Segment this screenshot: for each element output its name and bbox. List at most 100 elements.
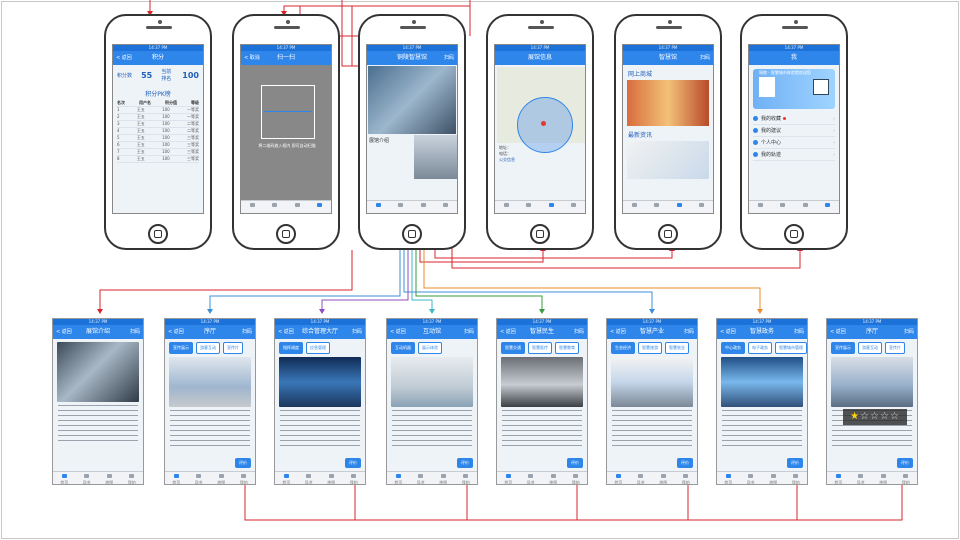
segment-tab[interactable]: 宣传片 [885, 342, 905, 354]
star-empty-icon[interactable]: ☆ [870, 411, 880, 422]
map-pin-icon[interactable] [541, 121, 546, 126]
tab-map[interactable] [415, 203, 431, 212]
segment-tab[interactable]: 游客互动 [858, 342, 882, 354]
tab-home[interactable] [498, 203, 514, 212]
shop-banner[interactable] [627, 80, 709, 126]
home-button[interactable] [658, 224, 678, 244]
menu-item-favorites[interactable]: 我的收藏› [753, 113, 835, 125]
rate-button[interactable]: 评价 [567, 458, 583, 468]
home-button[interactable] [402, 224, 422, 244]
tab-item[interactable]: 首页 [500, 474, 516, 485]
map-view[interactable] [497, 67, 585, 153]
back-button[interactable]: < 返回 [116, 55, 132, 61]
segment-tab[interactable]: 智慧医疗 [528, 342, 552, 354]
segment-tab[interactable]: 应急管理 [306, 342, 330, 354]
home-button[interactable] [530, 224, 550, 244]
scan-button[interactable]: 扫码 [351, 329, 362, 335]
tab-guide[interactable] [649, 203, 665, 212]
tab-item[interactable]: 首页 [390, 474, 406, 485]
tab-mine[interactable] [566, 203, 582, 212]
segment-tab[interactable]: 智慧农业 [665, 342, 689, 354]
segment-tab[interactable]: 智慧交通 [501, 342, 525, 354]
exhibit-photo[interactable] [721, 357, 803, 407]
menu-item-suggestions[interactable]: 我的建议› [753, 125, 835, 137]
back-button[interactable]: < 返回 [278, 329, 294, 335]
tab-item[interactable]: 我的 [346, 474, 362, 485]
tab-map[interactable] [543, 203, 559, 212]
hall-3d-model[interactable] [368, 66, 456, 134]
tab-item[interactable]: 导览 [743, 474, 759, 485]
exhibit-photo[interactable] [391, 357, 473, 407]
tab-guide[interactable] [775, 203, 791, 212]
exhibit-photo[interactable] [611, 357, 693, 407]
tab-item[interactable]: 导览 [853, 474, 869, 485]
tab-item[interactable]: 导览 [413, 474, 429, 485]
segment-tab[interactable]: 智慧旅游 [638, 342, 662, 354]
segment-tab[interactable]: 展示体验 [418, 342, 442, 354]
exhibit-photo[interactable] [831, 357, 913, 407]
tab-home[interactable] [370, 203, 386, 212]
rate-button[interactable]: 评价 [787, 458, 803, 468]
tab-item[interactable]: 地图 [435, 474, 451, 485]
segment-tab[interactable]: 生态经济 [611, 342, 635, 354]
star-empty-icon[interactable]: ☆ [889, 411, 900, 422]
segment-tab[interactable]: 互动机器 [391, 342, 415, 354]
scan-button[interactable]: 扫码 [241, 329, 252, 335]
tab-item[interactable]: 我的 [124, 474, 140, 485]
segment-tab[interactable]: 智慧教育 [555, 342, 579, 354]
tab-item[interactable]: 地图 [101, 474, 117, 485]
tab-map[interactable] [289, 203, 305, 212]
scan-button[interactable]: 扫码 [699, 55, 710, 61]
home-button[interactable] [276, 224, 296, 244]
segment-tab[interactable]: 宣传展示 [169, 342, 193, 354]
tab-item[interactable]: 导览 [301, 474, 317, 485]
star-rating-popup[interactable]: ★☆☆☆☆ [843, 409, 907, 425]
tab-item[interactable]: 首页 [830, 474, 846, 485]
star-filled-icon[interactable]: ★ [850, 411, 861, 422]
star-empty-icon[interactable]: ☆ [879, 411, 890, 422]
back-button[interactable]: < 返回 [390, 329, 406, 335]
rate-button[interactable]: 评价 [345, 458, 361, 468]
menu-item-profile[interactable]: 个人中心› [753, 137, 835, 149]
scan-button[interactable]: 扫码 [903, 329, 914, 335]
news-image[interactable] [627, 141, 709, 179]
segment-tab[interactable]: 指挥调度 [279, 342, 303, 354]
scan-button[interactable]: 扫码 [463, 329, 474, 335]
cancel-button[interactable]: < 取消 [244, 55, 260, 61]
tab-item[interactable]: 我的 [458, 474, 474, 485]
avatar[interactable] [759, 77, 775, 97]
qr-code-icon[interactable] [813, 79, 829, 95]
tab-item[interactable]: 我的 [678, 474, 694, 485]
tab-item[interactable]: 首页 [56, 474, 72, 485]
member-card[interactable]: 铜陵 · 智慧城市体验馆欢迎您 [753, 69, 835, 109]
tab-item[interactable]: 导览 [79, 474, 95, 485]
back-button[interactable]: < 返回 [168, 329, 184, 335]
scan-button[interactable]: 扫码 [443, 55, 454, 61]
tab-item[interactable]: 首页 [168, 474, 184, 485]
segment-tab[interactable]: 宣传片 [223, 342, 243, 354]
exhibit-photo[interactable] [279, 357, 361, 407]
tab-home[interactable] [244, 203, 260, 212]
back-button[interactable]: < 返回 [830, 329, 846, 335]
tab-item[interactable]: 我的 [568, 474, 584, 485]
tab-item[interactable]: 地图 [765, 474, 781, 485]
tab-guide[interactable] [267, 203, 283, 212]
tab-mine[interactable] [694, 203, 710, 212]
tab-item[interactable]: 首页 [278, 474, 294, 485]
rate-button[interactable]: 评价 [235, 458, 251, 468]
tab-mine[interactable] [820, 203, 836, 212]
home-button[interactable] [148, 224, 168, 244]
tab-item[interactable]: 地图 [655, 474, 671, 485]
tab-guide[interactable] [393, 203, 409, 212]
tab-map[interactable] [797, 203, 813, 212]
tab-item[interactable]: 地图 [323, 474, 339, 485]
rate-button[interactable]: 评价 [677, 458, 693, 468]
back-button[interactable]: < 返回 [720, 329, 736, 335]
tab-item[interactable]: 导览 [523, 474, 539, 485]
tab-item[interactable]: 首页 [610, 474, 626, 485]
home-button[interactable] [784, 224, 804, 244]
tab-mine[interactable] [438, 203, 454, 212]
tab-item[interactable]: 我的 [236, 474, 252, 485]
segment-tab[interactable]: 智慧城市管理 [775, 342, 807, 354]
exhibit-photo[interactable] [501, 357, 583, 407]
